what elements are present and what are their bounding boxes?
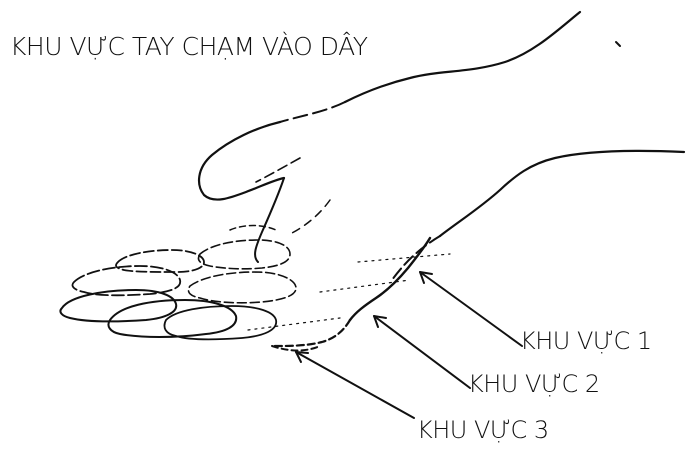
zone-1-label: KHU VỰC 1 — [520, 329, 652, 353]
leader-line-zone-3 — [296, 352, 414, 418]
arm-tick — [616, 42, 620, 46]
finger-pad-dash — [230, 226, 276, 231]
arm-upper-outline-dash — [280, 102, 345, 122]
palm-crease — [290, 200, 330, 234]
finger-knuckle-row — [188, 272, 296, 303]
leader-line-zone-2 — [374, 316, 470, 388]
arm-lower-outline — [440, 151, 684, 236]
palm-upper-outline — [255, 178, 284, 262]
zone-boundary-1 — [358, 254, 450, 262]
zone-3-label: KHU VỰC 3 — [417, 418, 549, 442]
arm-upper-outline — [345, 12, 580, 102]
finger-second-row — [164, 306, 276, 339]
thumb-inner-line — [256, 158, 300, 182]
palm-outer-edge — [350, 238, 430, 320]
leader-line-zone-1 — [420, 272, 522, 346]
diagram-title: KHU VỰC TAY CHẠM VÀO DÂY — [10, 34, 368, 59]
finger-top-row — [198, 240, 290, 269]
palm-outer-edge-dash — [272, 320, 350, 346]
zone-2-label: KHU VỰC 2 — [468, 372, 600, 396]
thumb-outline — [199, 122, 284, 200]
zone-boundary-3 — [248, 318, 340, 330]
zone-boundary-2 — [320, 280, 410, 292]
